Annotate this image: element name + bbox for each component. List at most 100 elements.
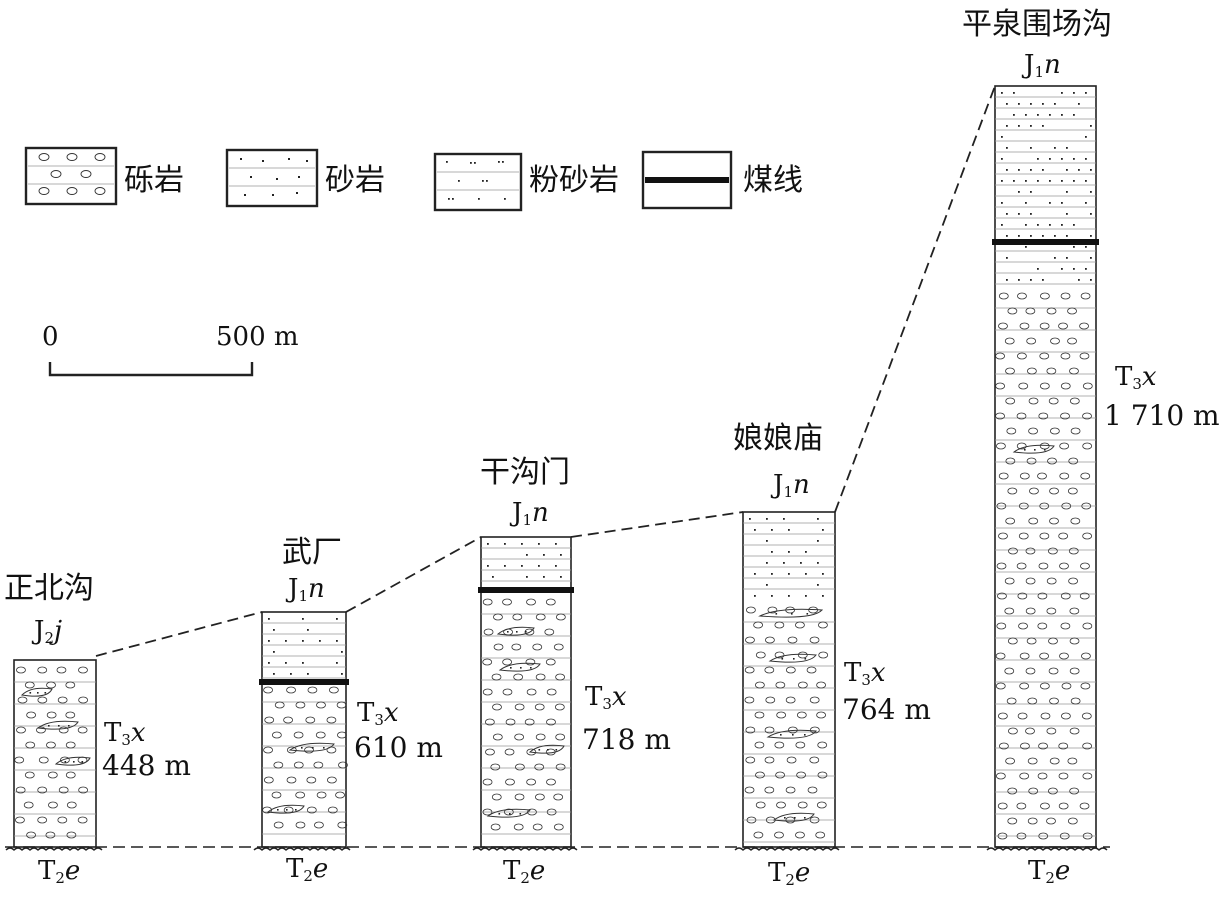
conglomerate-pebble	[1028, 517, 1039, 525]
conglomerate-pebble	[286, 746, 297, 754]
conglomerate-pebble	[1082, 742, 1093, 750]
conglomerate-pebble	[785, 786, 796, 794]
sand-lens	[766, 729, 817, 739]
sandstone-dot	[788, 551, 790, 553]
sandstone-dot	[1085, 202, 1087, 204]
conglomerate-pebble	[809, 756, 820, 764]
scale-bar	[48, 362, 254, 377]
conglomerate-pebble	[809, 696, 820, 704]
sandstone-dot	[543, 554, 545, 556]
conglomerate-pebble	[555, 613, 566, 621]
conglomerate-pebble	[815, 831, 826, 839]
middle-formation-gangoumen: T3x	[585, 682, 627, 713]
sandstone-dot	[771, 551, 773, 553]
sandstone-dot	[1090, 235, 1092, 237]
conglomerate-pebble	[744, 696, 755, 704]
sandstone-dot	[555, 565, 557, 567]
conglomerate-pebble	[1047, 457, 1057, 465]
conglomerate-pebble	[1060, 352, 1071, 360]
sandstone-dot	[1054, 147, 1056, 149]
conglomerate-pebble	[764, 756, 775, 764]
conglomerate-pebble	[1038, 742, 1048, 750]
conglomerate-pebble	[313, 761, 324, 769]
conglomerate-pebble	[745, 636, 755, 644]
legend-silt-dot	[486, 180, 488, 182]
conglomerate-pebble	[998, 472, 1009, 480]
legend-silt-dot	[474, 162, 476, 164]
conglomerate-pebble	[493, 613, 503, 621]
conglomerate-pebble	[753, 621, 764, 629]
conglomerate-pebble	[1017, 712, 1028, 720]
conglomerate-pebble	[553, 793, 564, 801]
legend-sand-dot	[272, 194, 274, 196]
sandstone-dot	[754, 573, 756, 575]
conglomerate-pebble	[337, 731, 347, 739]
conglomerate-pebble	[337, 821, 348, 829]
sandstone-dot	[754, 595, 756, 597]
legend-sand-dot	[298, 176, 300, 178]
sandstone-dot	[1037, 158, 1039, 160]
conglomerate-pebble	[1017, 592, 1028, 600]
conglomerate-pebble	[1025, 547, 1036, 555]
sandstone-dot	[1054, 235, 1056, 237]
conglomerate-pebble	[998, 322, 1008, 330]
sandstone-dot	[302, 640, 304, 642]
conglomerate-pebble	[78, 696, 89, 704]
sandstone-dot	[1042, 235, 1044, 237]
conglomerate-pebble	[998, 292, 1009, 300]
conglomerate-pebble	[816, 801, 827, 809]
sandstone-dot	[1013, 114, 1015, 116]
legend-silt-dot	[478, 198, 480, 200]
sandstone-dot	[1006, 125, 1008, 127]
sandstone-dot	[1090, 279, 1092, 281]
top-formation-wuchang: J1n	[288, 574, 325, 605]
conglomerate-pebble	[1037, 592, 1048, 600]
legend-pebble	[80, 170, 92, 178]
legend-sand-dot	[296, 192, 298, 194]
base-formation-zhengbeigou: T2e	[38, 856, 81, 887]
conglomerate-pebble	[65, 681, 76, 689]
sandstone-dot	[543, 576, 545, 578]
conglomerate-pebble	[526, 748, 537, 756]
thickness-niangniangmiao: 764 m	[842, 693, 931, 726]
sandstone-dot	[1018, 279, 1020, 281]
conglomerate-pebble	[1069, 637, 1080, 645]
sand-lens	[804, 734, 806, 736]
sandstone-dot	[1030, 191, 1032, 193]
middle-formation-zhengbeigou: T3x	[104, 718, 146, 749]
conglomerate-pebble	[1070, 697, 1081, 705]
sandstone-dot	[1037, 114, 1039, 116]
conglomerate-pebble	[745, 756, 756, 764]
conglomerate-pebble	[1082, 442, 1093, 450]
legend-silt-dot	[498, 161, 500, 163]
conglomerate-pebble	[754, 741, 765, 749]
legend-silt-dot	[448, 198, 450, 200]
sand-lens	[520, 667, 522, 669]
conglomerate-pebble	[306, 776, 317, 784]
conglomerate-pebble	[1019, 682, 1030, 690]
sand-lens	[20, 687, 53, 697]
conglomerate-pebble	[795, 831, 805, 839]
sandstone-dot	[1061, 202, 1063, 204]
conglomerate-pebble	[316, 791, 327, 799]
sand-lens	[29, 692, 32, 694]
conglomerate-pebble	[1049, 697, 1059, 705]
sandstone-dot	[1025, 246, 1027, 248]
conglomerate-pebble	[1059, 652, 1069, 660]
conglomerate-pebble	[338, 761, 348, 769]
conglomerate-pebble	[1039, 532, 1050, 540]
conglomerate-pebble	[1069, 787, 1080, 795]
conglomerate-pebble	[1069, 607, 1080, 615]
sandstone-dot	[1066, 191, 1068, 193]
conglomerate-pebble	[65, 711, 76, 719]
middle-formation-wuchang: T3x	[357, 698, 399, 729]
legend-sand-dot	[244, 194, 246, 196]
sandstone-dot	[822, 529, 824, 531]
sand-lens	[780, 734, 782, 736]
sandstone-dot	[285, 640, 287, 642]
sandstone-dot	[1030, 169, 1032, 171]
conglomerate-pebble	[66, 831, 77, 839]
top-formation-zhengbeigou: J2j	[34, 616, 63, 647]
legend-label-coal: 煤线	[743, 163, 803, 198]
conglomerate-pebble	[78, 786, 89, 794]
